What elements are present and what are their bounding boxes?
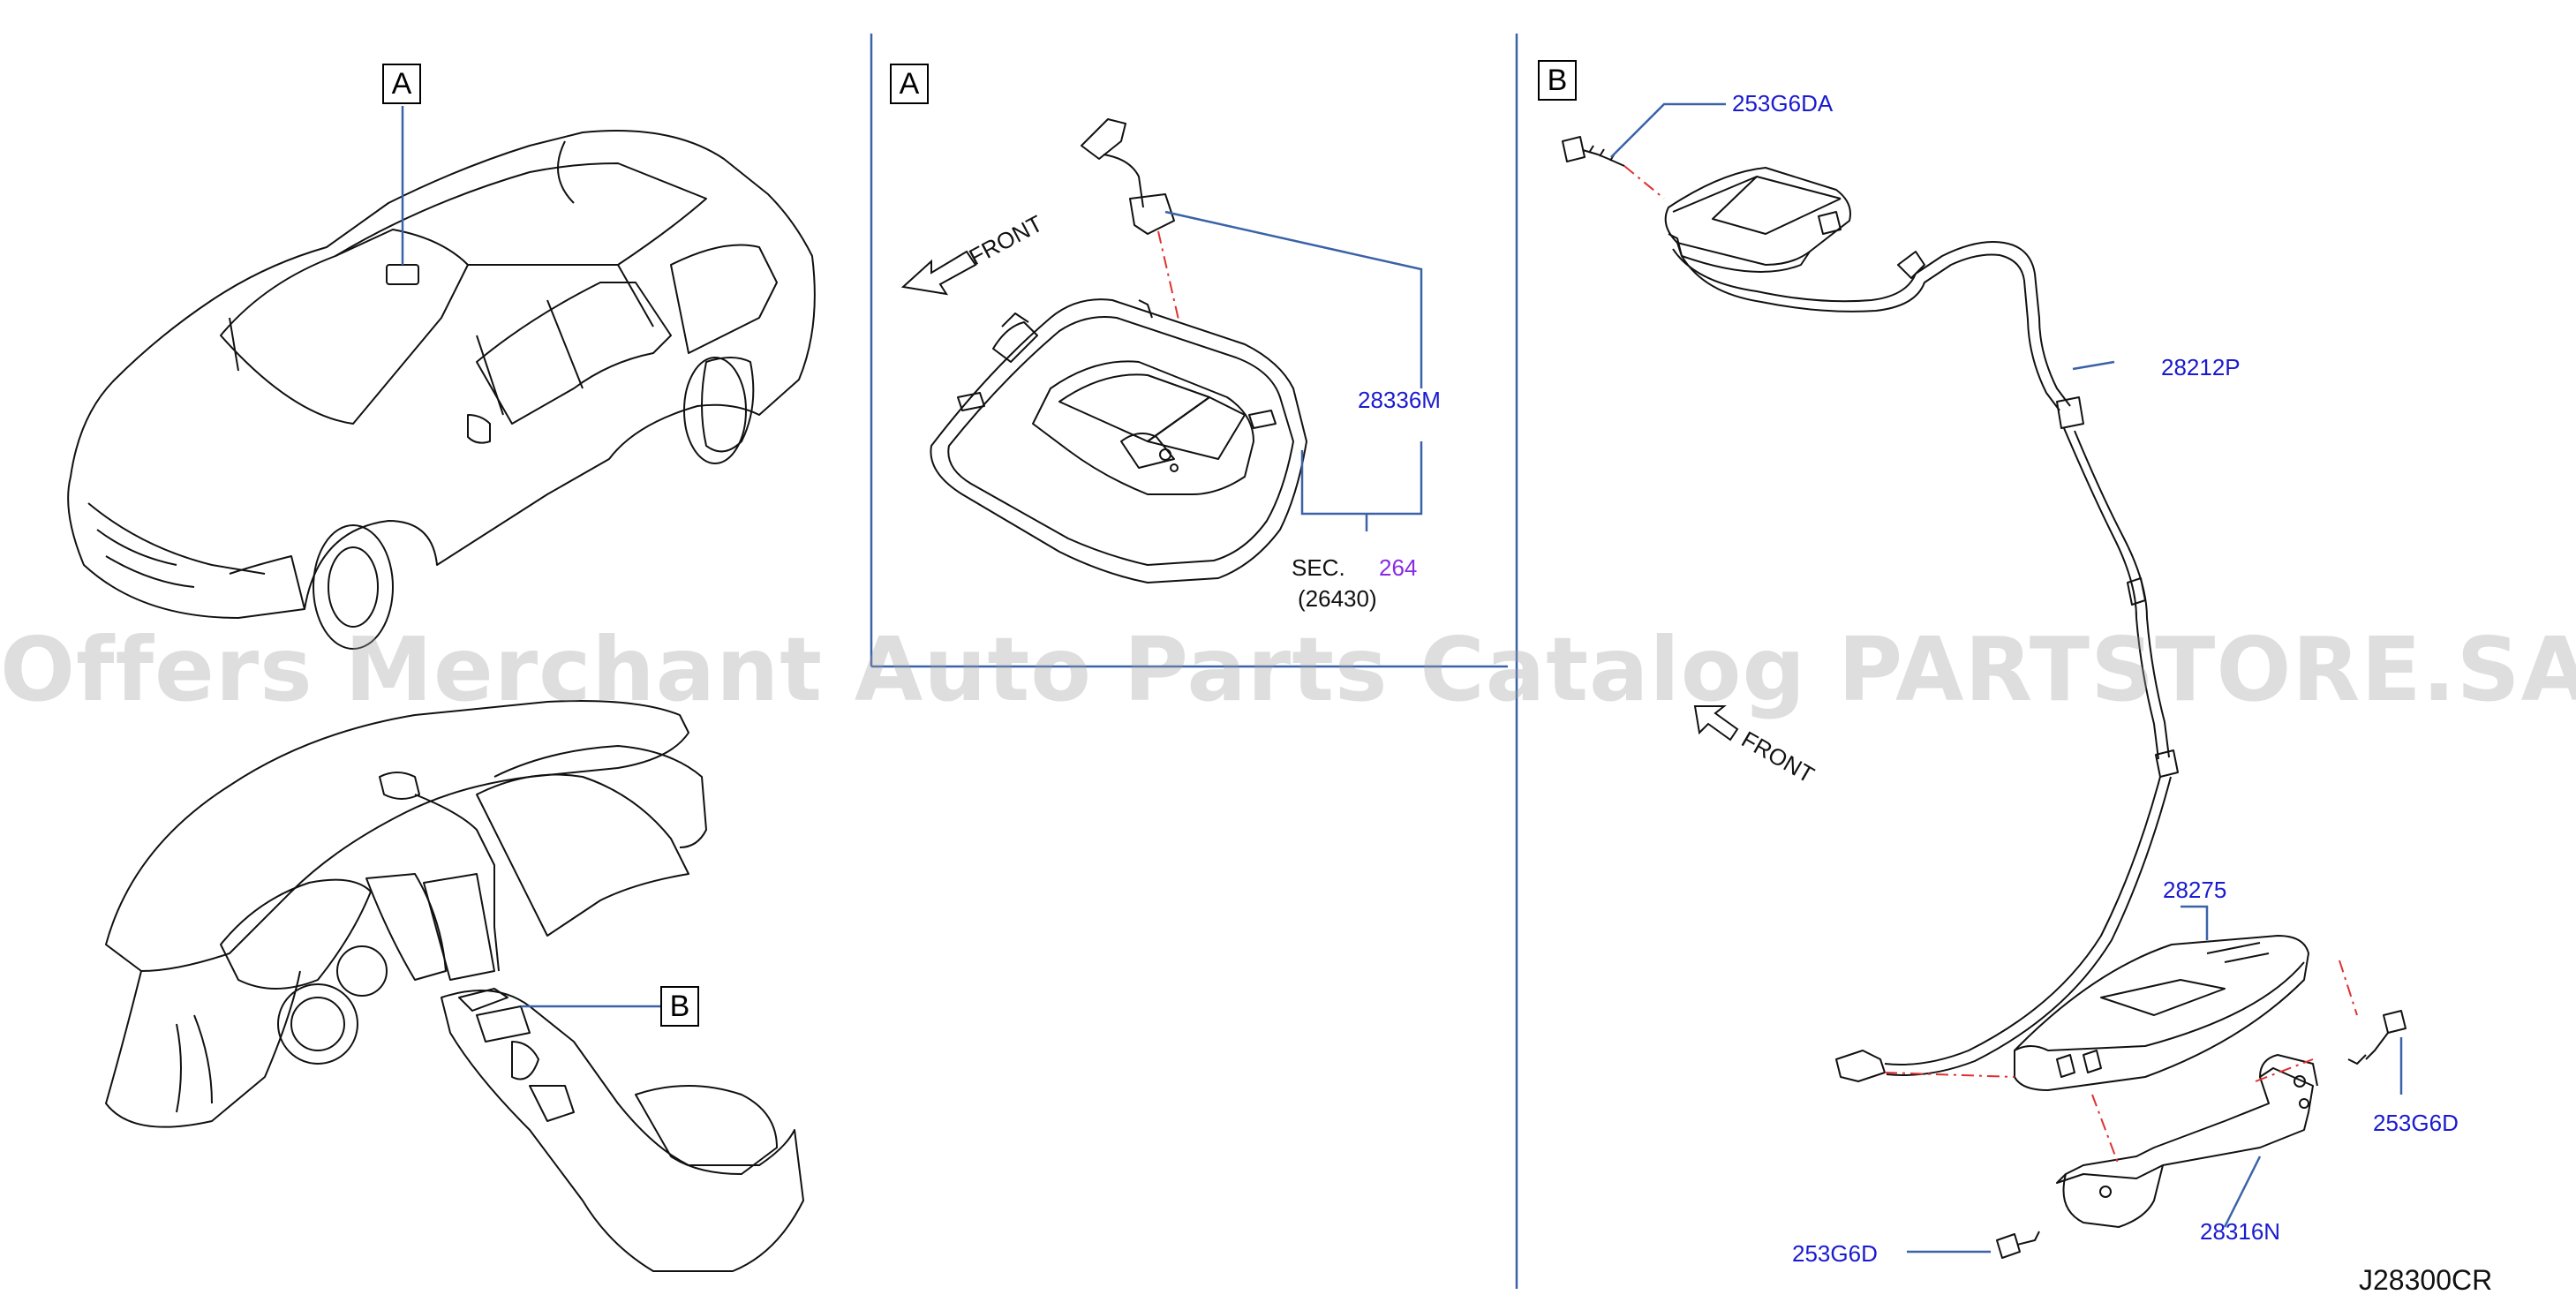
sec-ref-part: (26430) (1298, 585, 1377, 612)
diagram-code: J28300CR (2359, 1264, 2493, 1296)
overhead-console-drawing (930, 118, 1307, 583)
centerline-a (1157, 230, 1179, 320)
panel-b-title: B (1538, 60, 1577, 101)
part-label-screw-right[interactable]: 253G6D (2373, 1110, 2459, 1136)
part-label-screw-bottom[interactable]: 253G6D (1792, 1240, 1878, 1267)
part-label-overhead-console[interactable]: 28336M (1358, 387, 1441, 413)
panel-dividers (870, 34, 1518, 1289)
panel-a-title: A (890, 64, 929, 104)
sec-ref-prefix: SEC. (1292, 554, 1345, 581)
part-label-control-unit[interactable]: 28275 (2163, 877, 2227, 903)
part-label-bracket[interactable]: 28316N (2200, 1218, 2281, 1245)
front-arrow-b (1693, 705, 1739, 742)
front-arrow-a (900, 250, 977, 296)
detail-a-marker-car[interactable]: A (382, 64, 421, 104)
part-label-screw-top[interactable]: 253G6DA (1732, 90, 1834, 117)
part-label-harness[interactable]: 28212P (2161, 354, 2241, 380)
dashboard-interior-drawing (105, 700, 804, 1272)
car-exterior-drawing (67, 130, 816, 650)
detail-b-marker-console[interactable]: B (660, 986, 699, 1027)
leader-lines-a (1164, 210, 1423, 531)
centerlines-b (1623, 165, 2358, 1166)
control-unit-drawing (1562, 136, 2407, 1259)
sec-ref-number[interactable]: 264 (1379, 554, 1418, 581)
leader-lines-b (1610, 102, 2403, 1254)
